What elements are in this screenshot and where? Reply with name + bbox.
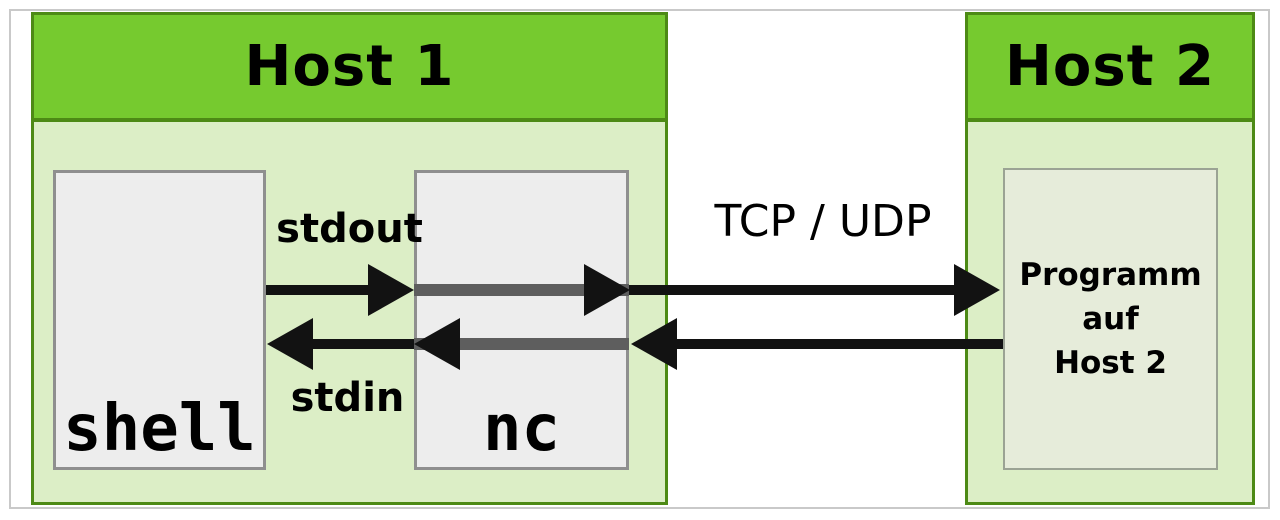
tcp-return-arrowhead-at-nc (631, 318, 677, 370)
stdout-label: stdout (276, 206, 423, 252)
program-label-line2: auf (1082, 301, 1139, 337)
stdout-arrowhead-at-nc (368, 264, 414, 316)
shell-label: shell (63, 392, 256, 466)
passthrough-line-nc-return (414, 338, 629, 350)
host2-title: Host 2 (1005, 33, 1215, 99)
stdin-arrow-line-nc-to-shell (313, 339, 414, 349)
forward-arrowhead-nc-exit (584, 264, 630, 316)
program-box: Programm auf Host 2 (1003, 168, 1218, 470)
transport-label: TCP / UDP (714, 196, 932, 247)
stdin-label: stdin (290, 375, 405, 421)
program-label-line1: Programm (1019, 257, 1202, 293)
return-arrowhead-nc-exit (414, 318, 460, 370)
tcp-return-line-program-to-nc (677, 339, 1003, 349)
shell-box: shell (53, 170, 266, 470)
tcp-arrow-line-nc-to-program (629, 285, 954, 295)
stdin-arrowhead-at-shell (267, 318, 313, 370)
host1-header: Host 1 (34, 15, 665, 122)
host1-title: Host 1 (244, 33, 455, 99)
stdout-arrow-line-shell-to-nc (266, 285, 370, 295)
program-label-line3: Host 2 (1054, 345, 1167, 381)
tcp-arrowhead-at-program (954, 264, 1000, 316)
host2-header: Host 2 (968, 15, 1252, 122)
passthrough-line-nc-forward (414, 284, 629, 296)
nc-label: nc (482, 392, 561, 466)
